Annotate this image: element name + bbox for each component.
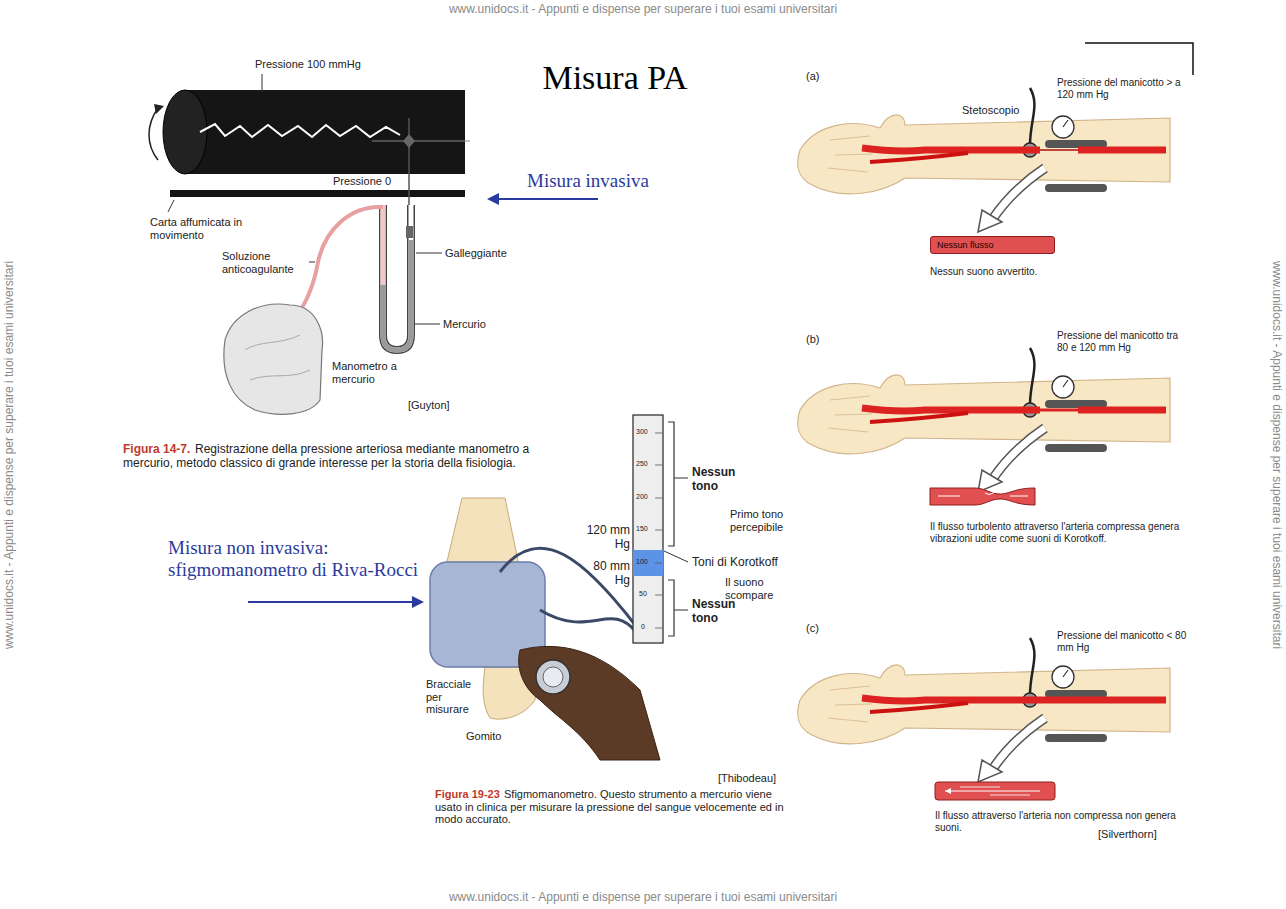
text-label: (c) [806,622,819,635]
text-label: Figura 14-7. [123,443,190,457]
text-label: Pressione 100 mmHg [255,58,361,71]
text-label: Pressione del manicotto > a 120 mm Hg [1057,77,1187,100]
text-label: 100 [636,558,648,566]
text-label: 300 [636,428,648,436]
text-label: Pressione del manicotto < 80 mm Hg [1057,630,1187,653]
watermark: www.unidocs.it - Appunti e dispense per … [293,891,993,905]
text-label: [Guyton] [408,399,450,412]
text-label: Misura invasiva [527,170,649,192]
text-label: Mercurio [443,318,486,331]
text-label: Nessun suono avvertito. [930,266,1037,278]
segment-label: Nessun flusso [937,240,994,250]
text-label: Nessun tono [692,598,747,626]
text-label: Il flusso turbolento attraverso l'arteri… [930,521,1200,544]
watermark: www.unidocs.it - Appunti e dispense per … [1269,75,1283,835]
text-label: 150 [636,525,648,533]
text-label: Misura non invasiva: sfigmomanometro di … [168,537,438,581]
watermark: www.unidocs.it - Appunti e dispense per … [293,3,993,17]
text-label: Gomito [466,730,501,743]
text-label: Galleggiante [445,247,507,260]
text-label: Figura 19-23 [435,788,500,801]
text-label: 200 [636,493,648,501]
watermark: www.unidocs.it - Appunti e dispense per … [3,75,17,835]
text-label: Pressione del manicotto tra 80 e 120 mm … [1057,330,1187,353]
text-label: Il flusso attraverso l'arteria non compr… [935,810,1205,833]
text-label: Sfigmomanometro. Questo strumento a merc… [435,788,790,826]
text-label: Soluzione anticoagulante [222,250,307,275]
text-label: [Thibodeau] [718,772,776,785]
text-label: Manometro a mercurio [332,360,410,385]
text-label: (b) [806,333,819,346]
text-label: 80 mm Hg [582,560,630,588]
text-label: Registrazione della pressione arteriosa … [123,443,533,471]
artery-segment: Nessun flusso [930,236,1055,254]
text-label: Primo tono percepibile [730,508,810,533]
text-label: (a) [806,70,819,83]
text-label: Pressione 0 [333,175,391,188]
text-label: Bracciale per misurare [426,678,482,716]
text-label: Il suono scompare [725,576,795,601]
text-label: 250 [636,460,648,468]
text-label: 120 mm Hg [582,524,630,552]
text-label: 0 [641,623,645,631]
text-label: 50 [639,590,647,598]
text-label: Nessun tono [692,466,747,494]
text-label: [Silverthorn] [1098,828,1157,841]
text-label: Carta affumicata in movimento [150,216,260,241]
text-label: Toni di Korotkoff [692,556,778,570]
slide-title: Misura PA [520,58,710,97]
text-label: Stetoscopio [962,104,1019,117]
